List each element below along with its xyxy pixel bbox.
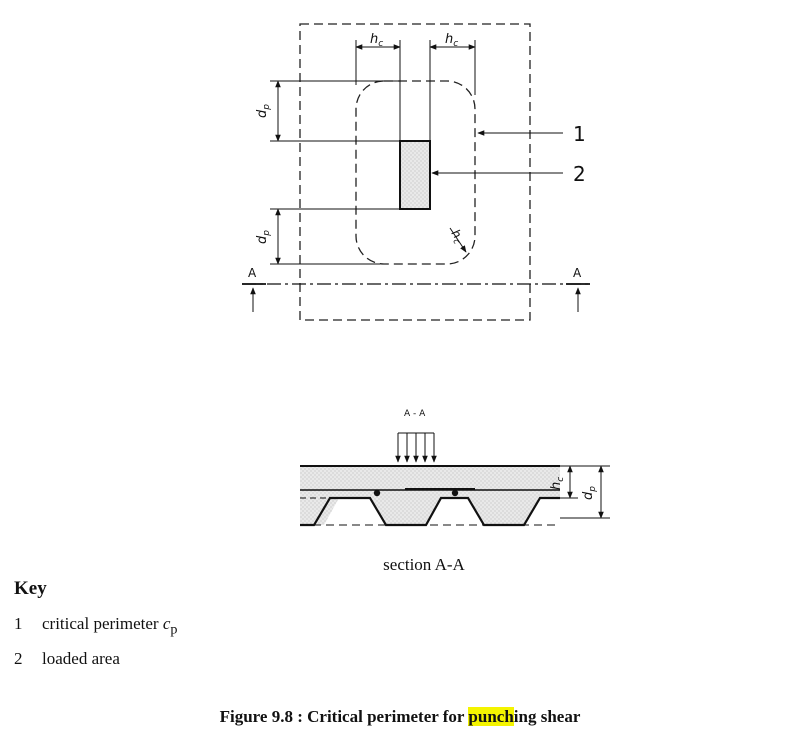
callout-1: 1 [573, 122, 586, 146]
key-item-text: loaded area [42, 649, 120, 669]
load-arrows [395, 432, 437, 463]
key-item-subscript: p [170, 621, 178, 638]
dim-hc-label: hc [549, 477, 566, 490]
dim-hc-top-right [429, 40, 476, 141]
dim-dp-label: dp [255, 104, 272, 118]
dim-dp-label: dp [581, 486, 598, 500]
key-item: 1 critical perimeter cp [14, 614, 414, 638]
rebar [451, 489, 459, 497]
section-mark-right: A [573, 266, 582, 280]
figure-caption: Figure 9.8 : Critical perimeter for punc… [219, 707, 581, 726]
section-view: A - A hc [300, 409, 610, 574]
key-item-symbol: c [162, 614, 171, 633]
slab-outline [299, 23, 531, 321]
section-caption: section A-A [383, 555, 465, 574]
key-item: 2 loaded area [14, 649, 414, 669]
key-item-number: 2 [14, 649, 23, 669]
key-title: Key [14, 578, 47, 599]
key-legend: Key 1 critical perimeter cp 2 loaded area [14, 578, 414, 680]
search-highlight: punch [468, 707, 514, 726]
corner-radius-arrow [449, 227, 467, 253]
dim-hc-label: hc [370, 32, 383, 49]
dim-corner-label: hc [447, 227, 467, 247]
key-item-text: critical perimeter [42, 614, 163, 633]
dim-dp-label: dp [255, 230, 272, 244]
key-item-number: 1 [14, 614, 23, 633]
dim-hc-top-left [355, 40, 401, 141]
punching-shear-diagram: hc hc dp dp hc 1 2 [242, 23, 610, 574]
steel-deck [300, 496, 560, 527]
section-load-label: A - A [404, 409, 426, 419]
rebar [373, 489, 381, 497]
dim-dp-left-bottom [270, 208, 400, 265]
section-mark-left: A [248, 266, 257, 280]
plan-view: hc hc dp dp hc 1 2 [242, 23, 590, 321]
loaded-area [399, 140, 431, 210]
dim-dp-left-top [270, 80, 400, 142]
dim-hc-label: hc [445, 32, 458, 49]
callout-2: 2 [573, 162, 586, 186]
slab-section [300, 466, 560, 525]
